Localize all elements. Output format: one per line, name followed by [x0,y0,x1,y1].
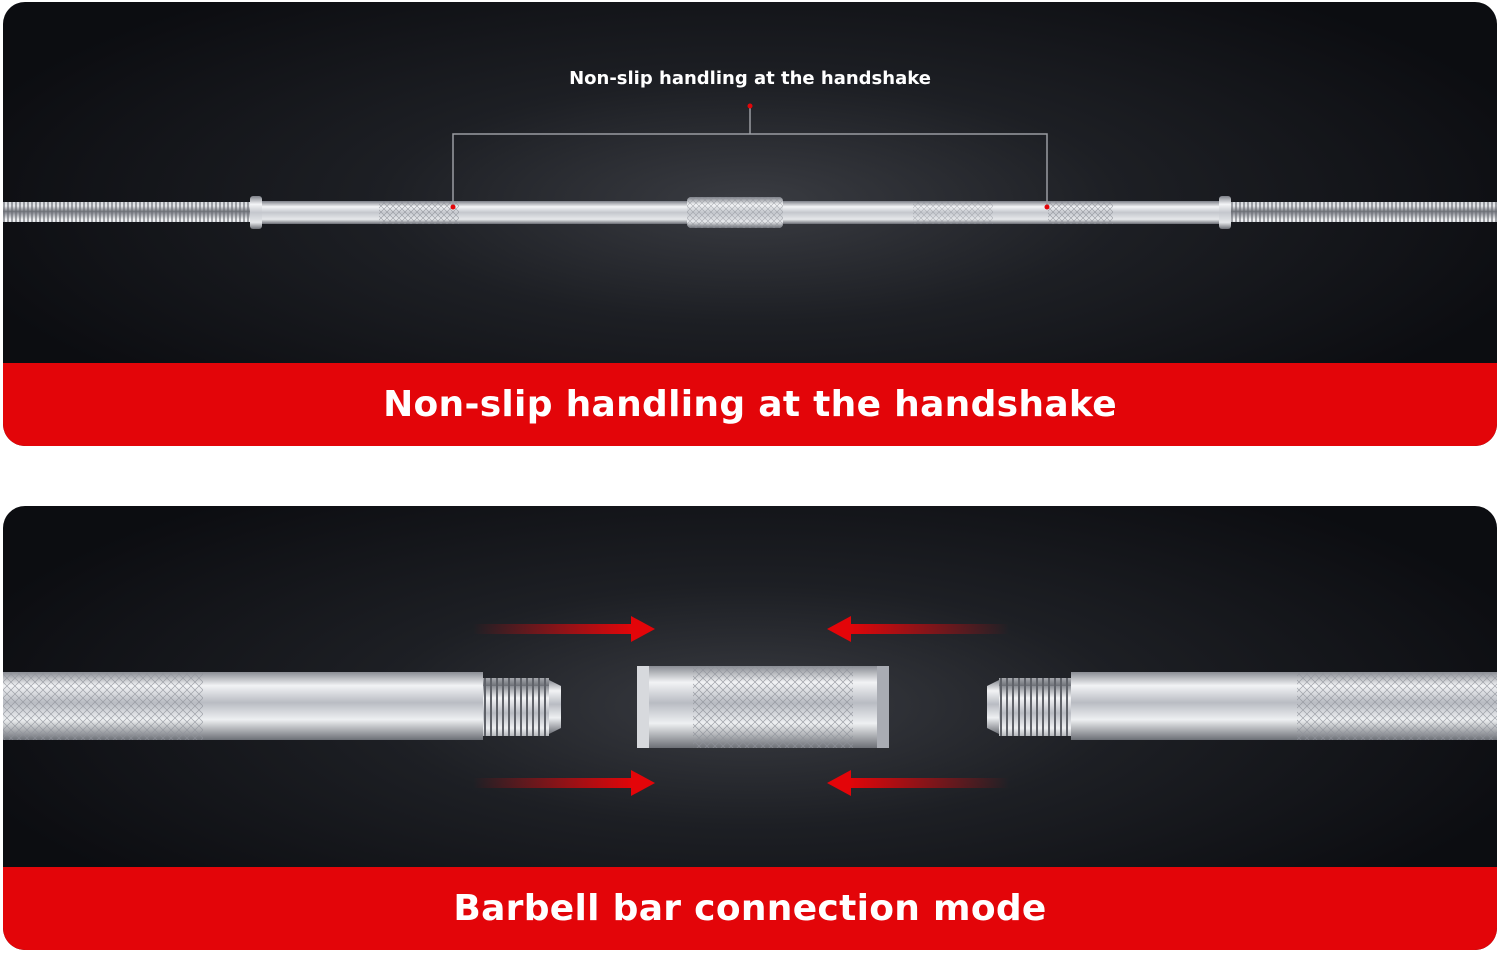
grip-banner: Non-slip handling at the handshake [3,363,1497,446]
left-thread [3,202,251,222]
arrow-bottom-right [827,770,1009,796]
right-grip-knurl [1048,201,1113,224]
connection-illustration [3,616,1497,796]
right-thread [1231,202,1497,222]
callout-dot-left [450,204,456,210]
connection-mode-panel: Barbell bar connection mode [3,506,1497,950]
left-thread-tip [549,680,561,734]
left-bar-thread [483,678,549,736]
arrow-top-left [473,616,655,642]
callout-dot-top [747,103,753,109]
connection-banner-title: Barbell bar connection mode [453,888,1047,929]
grip-banner-title: Non-slip handling at the handshake [383,384,1117,425]
barbell-full-illustration [3,103,1497,229]
right-collar [1219,196,1231,229]
right-thread-tip [987,680,999,734]
barbell-grip-panel: Non-slip handling at the handshake Non-s… [3,2,1497,446]
connection-banner: Barbell bar connection mode [3,867,1497,950]
grip-callout-bracket [452,106,1048,207]
right-bar-thread [999,678,1071,736]
arrow-top-right [827,616,1009,642]
grip-callout-label: Non-slip handling at the handshake [569,68,931,89]
center-grip-knurl [913,201,993,224]
left-grip-knurl [379,201,459,224]
arrow-bottom-left [473,770,655,796]
left-collar [250,196,262,229]
callout-dot-right [1044,204,1050,210]
